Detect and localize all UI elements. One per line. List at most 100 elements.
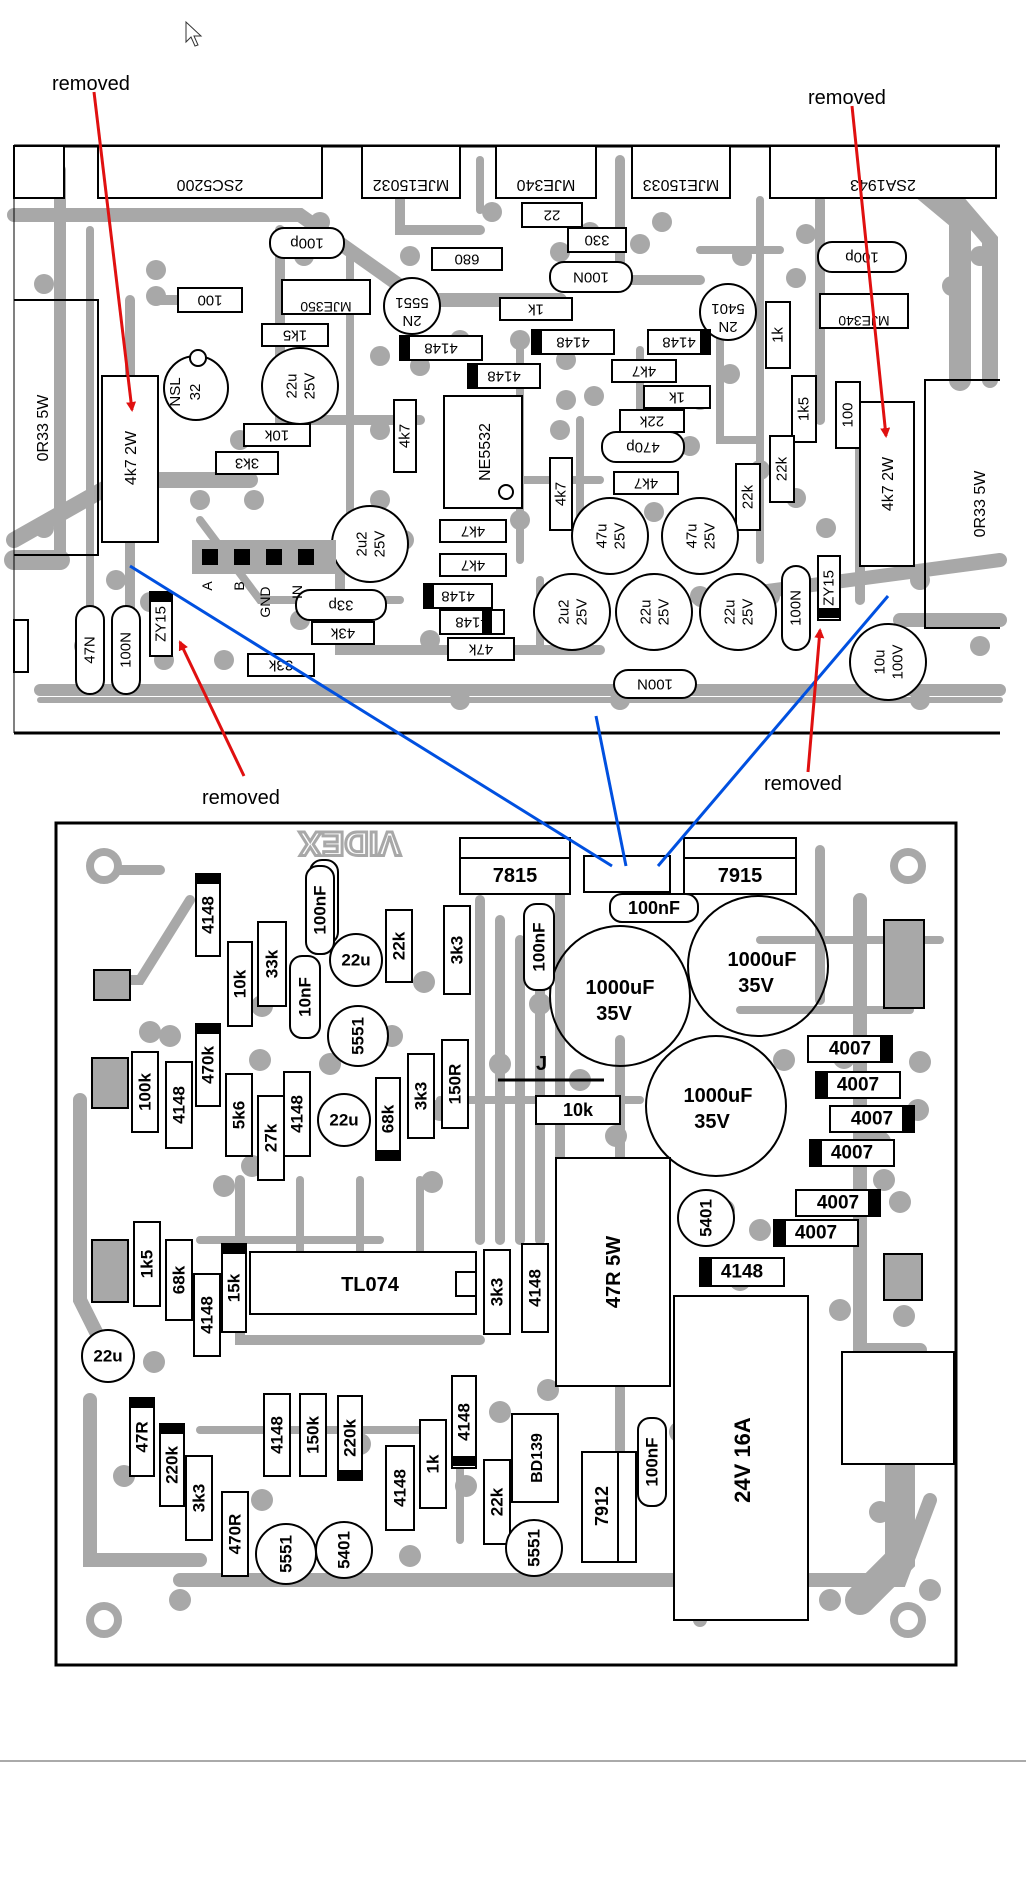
bottom-part-v-14-label: 150R xyxy=(446,1064,465,1105)
diode-4007-3-label: 4007 xyxy=(831,1143,873,1164)
top-part-v-1: 1k5 xyxy=(791,375,817,443)
top-part-h-0-label: 22 xyxy=(544,207,561,224)
top-part-v-4-label: 22k xyxy=(774,456,791,481)
bottom-part-v-24: 4148 xyxy=(263,1393,291,1477)
top-part-v-7: 100N xyxy=(781,565,811,651)
cap-22u-a: 22u xyxy=(329,933,383,987)
bottom-part-v-6: 100k xyxy=(131,1051,159,1133)
ic-ne5532: NE5532 xyxy=(477,423,494,481)
top-power-transistors xyxy=(13,145,997,199)
bottom-part-v-20: 4148 xyxy=(521,1243,549,1333)
cap-100nf-v1-label: 100nF xyxy=(530,922,549,971)
transistor-bd139: BD139 xyxy=(529,1433,546,1483)
bottom-part-v-26: 220k xyxy=(337,1395,363,1481)
top-part-v-0-label: 1k xyxy=(770,327,787,343)
top-part-h-17: 22k xyxy=(619,409,685,433)
top-cap-47u-a-value: 47u xyxy=(594,523,611,548)
bottom-part-v-22-label: 47R xyxy=(133,1421,152,1452)
top-part-h-15: 4k7 xyxy=(611,359,677,383)
bottom-part-v-28-label: 470R xyxy=(226,1514,245,1555)
top-small-parts: 22330100N680100p100p1001k51k10k3k3414841… xyxy=(75,202,907,699)
cap-100nf-v3-label: 100nF xyxy=(643,1437,662,1486)
top-part-v-11-label: ZY15 xyxy=(153,606,170,642)
bottom-part-v-1-label: 10k xyxy=(231,969,250,998)
header-label-gnd: GND xyxy=(257,586,273,617)
jumper-j: J xyxy=(536,1053,547,1075)
top-cap-2u2-b-value: 2u2 xyxy=(556,599,573,624)
bottom-part-v-5-label: 3k3 xyxy=(448,936,467,964)
bottom-part-v-8-label: 470k xyxy=(199,1046,218,1084)
cap-10nf-v-label: 10nF xyxy=(296,977,315,1017)
top-part-h-22-label: 4148 xyxy=(441,588,474,605)
top-part-h-26: 33p xyxy=(295,589,387,621)
bottom-part-v-27-label: 3k3 xyxy=(190,1484,209,1512)
bottom-part-v-9: 5k6 xyxy=(225,1073,253,1157)
top-cap-47u-a-voltage: 25V xyxy=(612,523,629,550)
top-part-h-19: 4k7 xyxy=(613,471,679,495)
top-part-v-4: 22k xyxy=(769,435,795,503)
top-cap-2u2-b-voltage: 25V xyxy=(574,599,591,626)
bottom-res-10k: 10k xyxy=(535,1095,621,1125)
diode-4007-4-label: 4007 xyxy=(817,1193,859,1214)
bottom-part-v-13-label: 3k3 xyxy=(412,1082,431,1110)
bottom-part-v-6-label: 100k xyxy=(136,1073,155,1111)
resistor-4k7-2w-right: 4k7 2W xyxy=(880,456,897,511)
diode-4007-0: 4007 xyxy=(807,1035,893,1063)
top-part-h-2: 100N xyxy=(549,261,633,293)
top-part-h-4: 100p xyxy=(269,227,345,259)
top-part-h-18-label: 470p xyxy=(626,439,659,456)
top-part-v-9-label: 47N xyxy=(82,636,99,664)
cap-100nf-v2-label: 100nF xyxy=(311,885,330,934)
connectors xyxy=(91,919,925,1303)
removed-label-top-right: removed xyxy=(808,87,886,109)
transistor-mje350: MJE350 xyxy=(300,299,352,315)
top-cap-22u-voltage: 25V xyxy=(302,373,319,400)
cap-22u-b: 22u xyxy=(317,1093,371,1147)
top-part-v-11: ZY15 xyxy=(149,591,173,657)
diode-4007-1-label: 4007 xyxy=(837,1075,879,1096)
bottom-part-v-0-label: 4148 xyxy=(199,896,218,934)
transistor-5401-b: 5401 xyxy=(677,1189,735,1247)
top-part-h-28-label: 100N xyxy=(637,676,673,693)
relay-24v-16a: 24V 16A xyxy=(730,1417,755,1503)
bottom-part-v-10: 27k xyxy=(257,1095,285,1181)
top-part-h-1: 330 xyxy=(567,227,627,253)
top-part-h-12-label: 4148 xyxy=(487,368,520,385)
ic-tl074-body: TL074 xyxy=(249,1251,477,1315)
transistor-5551-b-label: 5551 xyxy=(277,1535,296,1573)
bottom-part-v-19: 3k3 xyxy=(483,1249,511,1335)
top-part-h-4-label: 100p xyxy=(290,235,323,252)
nsl-label-1: NSL xyxy=(167,377,184,406)
red-arrows xyxy=(92,91,891,777)
diode-4007-2-label: 4007 xyxy=(851,1109,893,1130)
top-part-h-10: 3k3 xyxy=(215,451,279,475)
top-part-h-26-label: 33p xyxy=(328,597,353,614)
cap-22u-c-label: 22u xyxy=(93,1347,122,1366)
bottom-part-v-21: 4148 xyxy=(451,1375,477,1469)
transistor-5551-a: 5551 xyxy=(327,1005,389,1067)
bottom-part-v-24-label: 4148 xyxy=(268,1416,287,1454)
top-part-h-16: 1k xyxy=(643,385,711,409)
top-part-v-8-label: ZY15 xyxy=(821,570,838,606)
cap-22u-a-label: 22u xyxy=(341,951,370,970)
top-part-h-0: 22 xyxy=(521,202,583,228)
bottom-part-v-31-label: 22k xyxy=(488,1487,507,1516)
header-label-b: B xyxy=(231,581,247,590)
mouse-cursor-icon xyxy=(185,20,203,47)
cap-100nf-top: 100nF xyxy=(609,893,699,923)
bottom-part-v-22: 47R xyxy=(129,1397,155,1477)
psu-protection-board-bottom: VIDEX 7815 7915 1000uF 35V 1000uF 35V 10… xyxy=(54,821,958,1667)
top-part-h-23: 4148 xyxy=(439,609,505,635)
blue-wire-lines xyxy=(129,564,890,868)
top-cap-47u-b-voltage: 25V xyxy=(702,523,719,550)
bottom-part-v-2: 33k xyxy=(257,921,287,1007)
top-part-h-20-label: 4k7 xyxy=(461,523,485,540)
top-part-h-19-label: 4k7 xyxy=(634,475,658,492)
bottom-part-v-7-label: 4148 xyxy=(170,1086,189,1124)
top-part-h-17-label: 22k xyxy=(639,413,664,430)
cap-1000uf-c-volt: 35V xyxy=(694,1111,730,1133)
